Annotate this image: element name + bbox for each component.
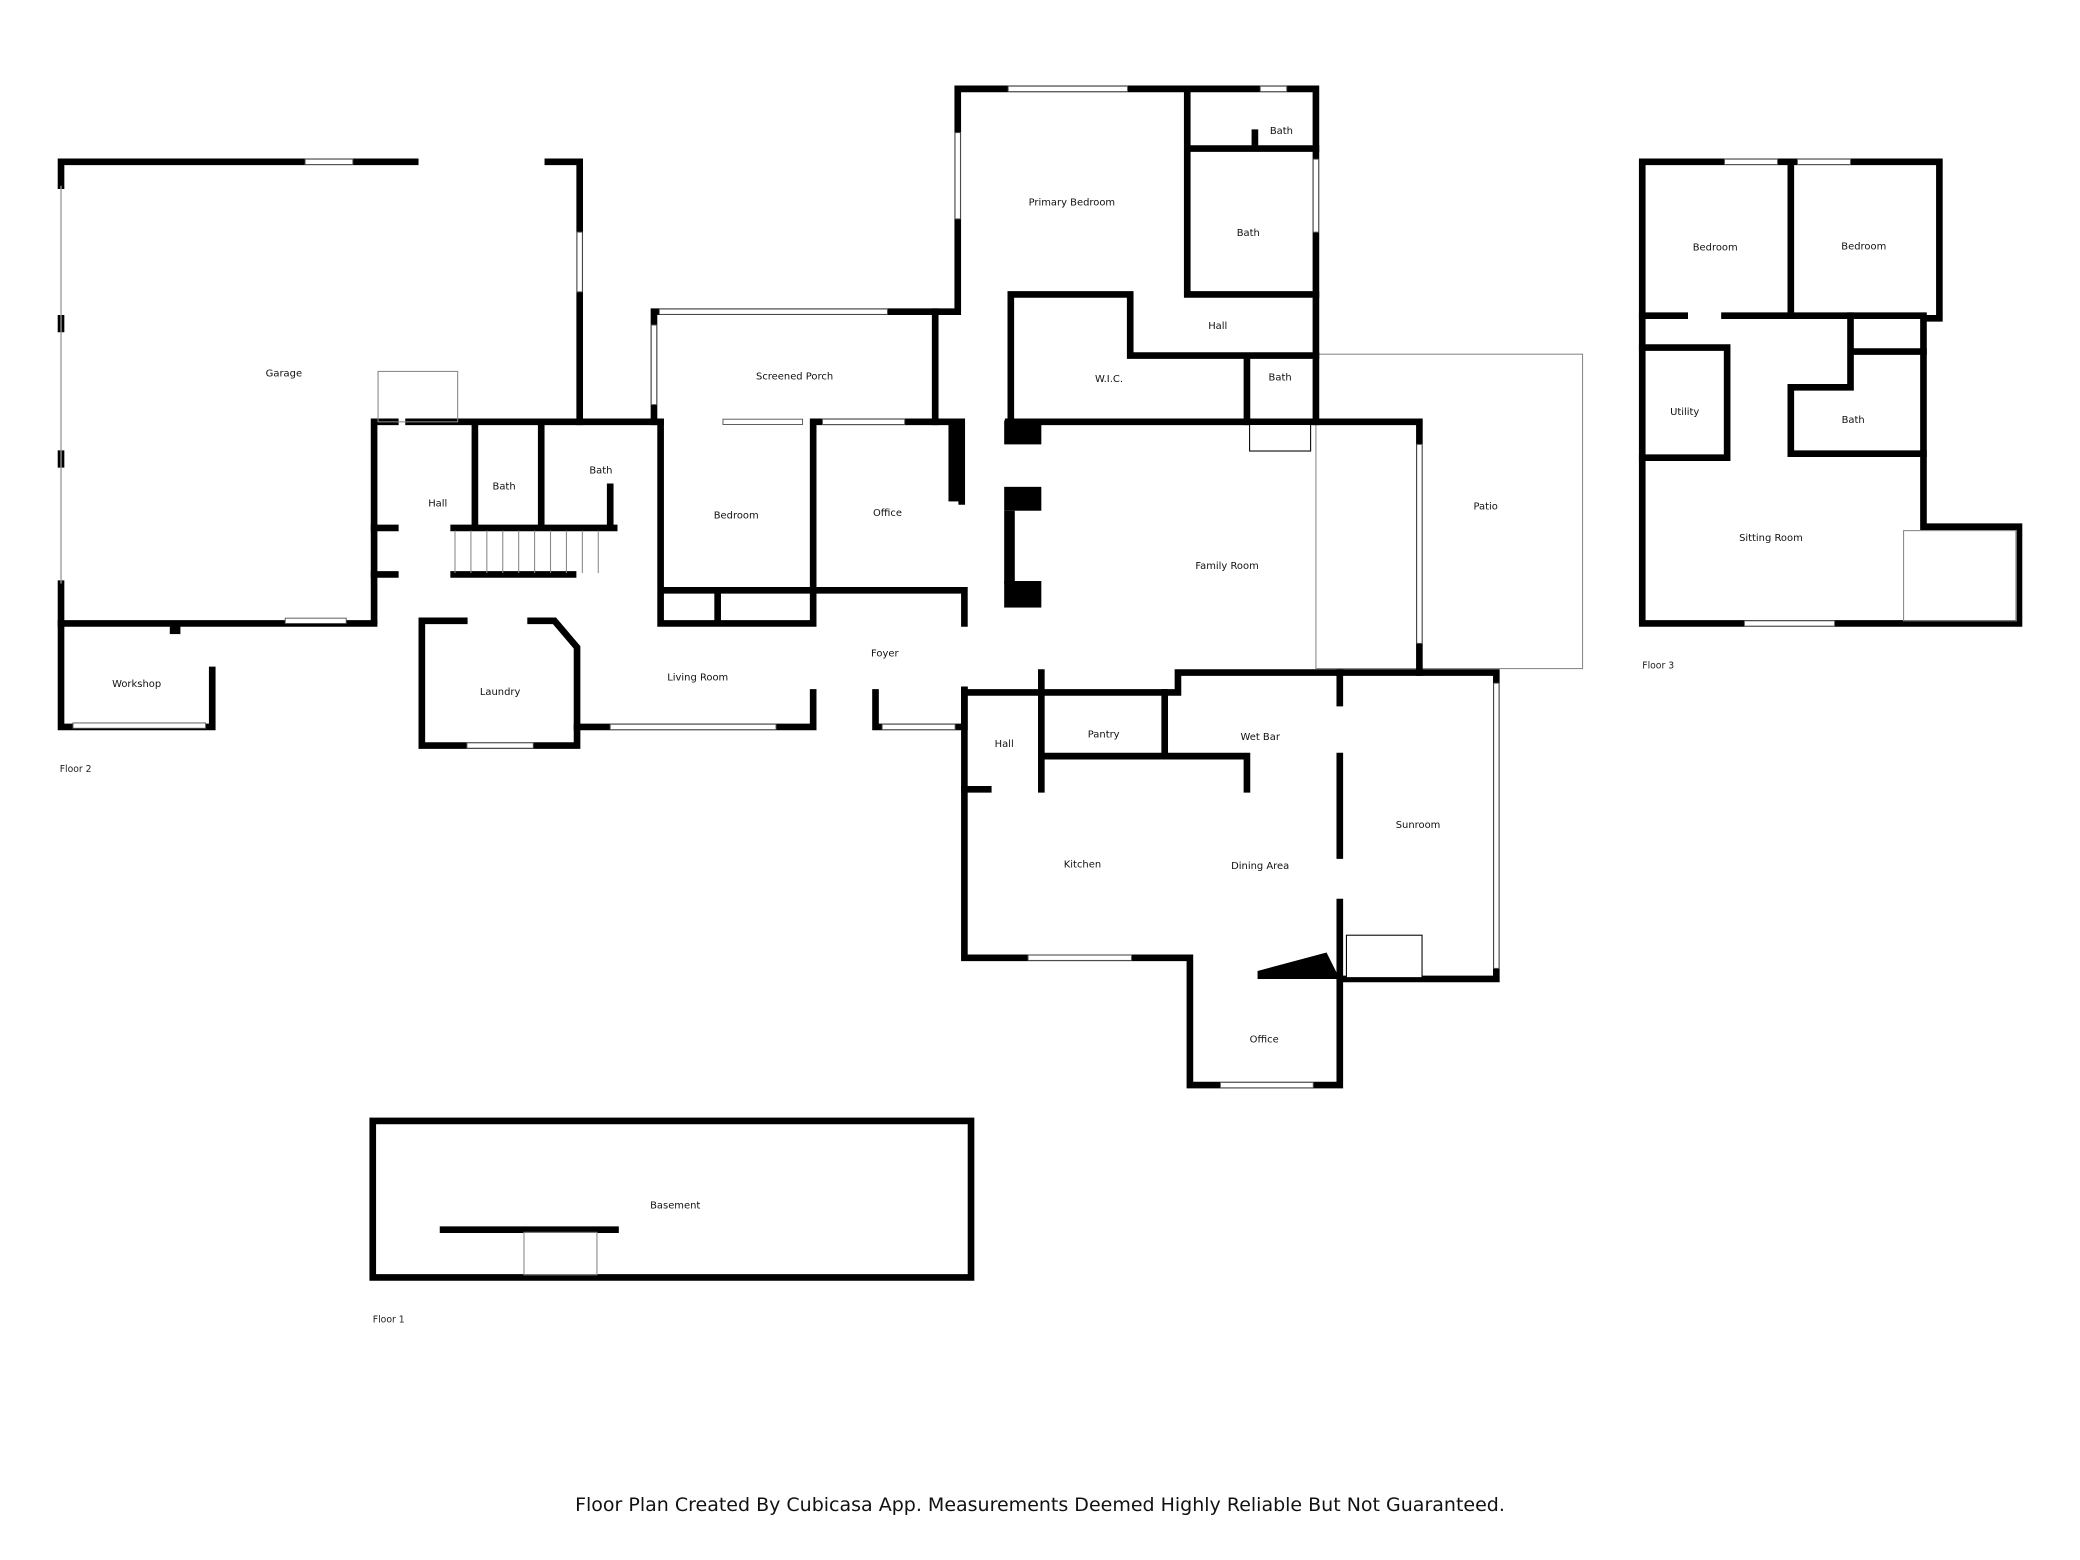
room-label-bedroom: Bedroom: [714, 511, 759, 522]
room-label-sunroom: Sunroom: [1396, 820, 1441, 831]
room-label-screened-porch: Screened Porch: [756, 371, 833, 382]
room-label-patio: Patio: [1474, 501, 1498, 512]
room-label-bedroom: Bedroom: [1841, 241, 1886, 252]
kitchen-wing-walls: [961, 669, 1500, 1089]
room-label-wet-bar: Wet Bar: [1241, 732, 1281, 743]
room-label-bath: Bath: [1842, 415, 1865, 426]
room-label-bath: Bath: [1237, 228, 1260, 239]
room-label-hall: Hall: [1208, 321, 1227, 332]
room-label-wic: W.I.C.: [1095, 374, 1123, 385]
room-label-garage: Garage: [266, 369, 302, 380]
room-label-living-room: Living Room: [667, 673, 728, 684]
bedroom-office-walls: [657, 418, 968, 627]
primary-suite-walls: [931, 85, 1320, 426]
room-label-utility: Utility: [1670, 407, 1699, 418]
room-label-sitting-room: Sitting Room: [1739, 533, 1803, 544]
room-label-bedroom: Bedroom: [1693, 243, 1738, 254]
west-block-walls: [370, 370, 664, 625]
family-room-walls: [961, 418, 1423, 696]
room-label-basement: Basement: [650, 1200, 700, 1211]
patio-outline: [1315, 353, 1584, 670]
room-label-bath: Bath: [1269, 373, 1292, 384]
room-label-primary-bedroom: Primary Bedroom: [1029, 198, 1116, 209]
room-label-dining-area: Dining Area: [1231, 861, 1289, 872]
room-label-hall: Hall: [428, 499, 447, 510]
room-label-pantry: Pantry: [1088, 730, 1120, 741]
floor-label-3: Floor 3: [1642, 661, 1674, 672]
room-label-laundry: Laundry: [480, 687, 521, 698]
laundry-living-walls: [418, 617, 968, 749]
floor-label-1: Floor 1: [373, 1315, 405, 1326]
room-label-workshop: Workshop: [112, 679, 161, 690]
room-label-bath: Bath: [1270, 126, 1293, 137]
workshop-walls: [57, 620, 216, 731]
room-label-family-room: Family Room: [1195, 561, 1258, 572]
room-label-office: Office: [1250, 1035, 1279, 1046]
room-label-kitchen: Kitchen: [1064, 860, 1101, 871]
floor-label-2: Floor 2: [60, 764, 92, 775]
room-label-bath: Bath: [589, 466, 612, 477]
garage-walls: [57, 158, 584, 627]
room-label-foyer: Foyer: [871, 649, 899, 660]
footer-disclaimer: Floor Plan Created By Cubicasa App. Meas…: [575, 1494, 1505, 1516]
room-label-bath: Bath: [493, 481, 516, 492]
screened-porch-walls: [650, 308, 939, 426]
room-label-office: Office: [873, 508, 902, 519]
floor3-walls: [1638, 158, 2023, 627]
basement-walls: [369, 1117, 975, 1281]
room-label-hall: Hall: [995, 739, 1014, 750]
